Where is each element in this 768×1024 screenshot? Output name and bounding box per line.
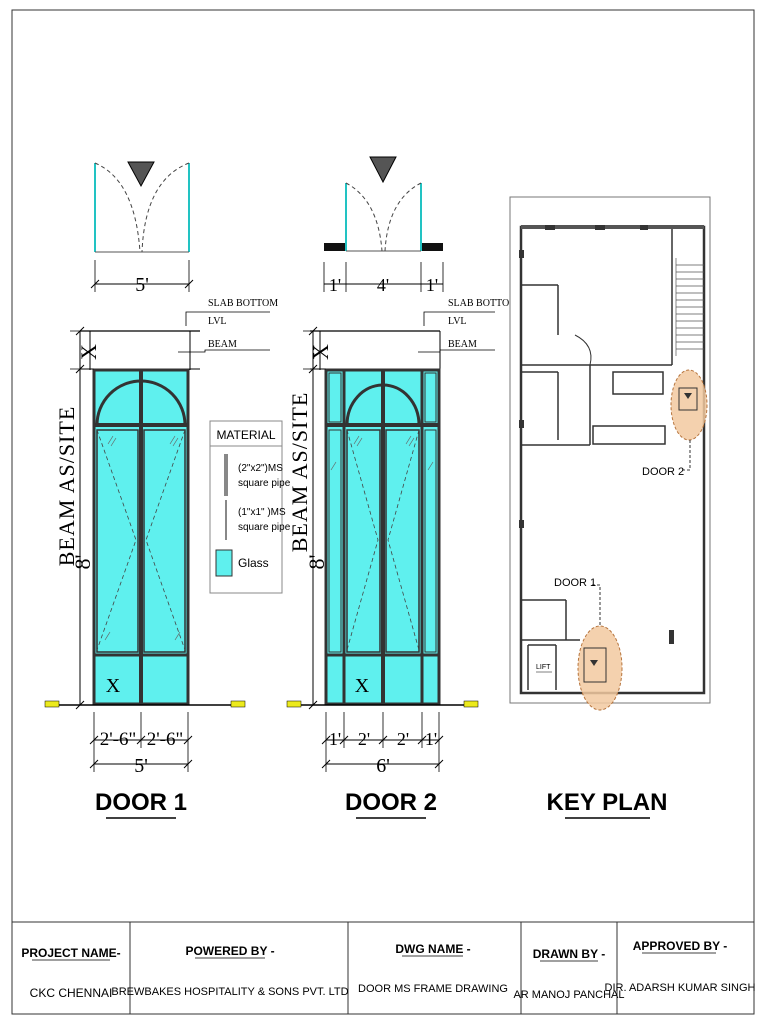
glass-swatch	[215, 549, 233, 577]
keyplan-title: KEY PLAN	[547, 789, 668, 816]
door1-elevation: SLAB BOTTOM LVL BEAM X X BEAM AS/S	[44, 298, 278, 819]
door1-top-value: X	[76, 344, 101, 360]
direction-arrow-icon	[127, 161, 155, 188]
door2-height-label: BEAM AS/SITE	[287, 392, 312, 553]
door2-elevation: SLAB BOTTOM LVL BEAM X X BEAM	[286, 298, 518, 819]
door2-lvl: LVL	[448, 316, 467, 327]
door1-slab-bottom: SLAB BOTTOM	[208, 298, 278, 309]
project-label: PROJECT NAME-	[21, 946, 120, 960]
door2-overall: 6'	[376, 755, 390, 777]
door1-overall: 5'	[134, 755, 148, 777]
door2-top-value: X	[308, 344, 333, 360]
keyplan-door1-label: DOOR 1	[554, 577, 596, 589]
material-item3: Glass	[238, 556, 269, 570]
dwg-label: DWG NAME -	[395, 942, 470, 956]
door2-slab-bottom: SLAB BOTTOM	[448, 298, 518, 309]
dwg-value: DOOR MS FRAME DRAWING	[358, 983, 508, 995]
approved-label: APPROVED BY -	[633, 939, 727, 953]
door2-height-value: 8'	[304, 554, 329, 569]
door2-plan-left: 1'	[329, 275, 341, 295]
door1-height-label: BEAM AS/SITE	[54, 406, 79, 567]
approved-value: DIR. ADARSH KUMAR SINGH	[605, 982, 756, 994]
project-value: CKC CHENNAI	[30, 986, 113, 1000]
door2-plan-mid: 4'	[377, 275, 389, 295]
material-legend: MATERIAL (2"x2")MS square pipe (1"x1" )M…	[209, 420, 291, 594]
door2-dim-4: 1'	[425, 729, 437, 749]
material-heading: MATERIAL	[216, 428, 275, 442]
door2-dim-3: 2'	[397, 729, 409, 749]
door1-location-marker	[577, 625, 623, 711]
door1-height-value: 8'	[70, 554, 95, 569]
door2-beam: BEAM	[448, 339, 477, 350]
door1-dim-right: 2'-6"	[147, 729, 184, 750]
door2-location-marker	[670, 369, 708, 441]
door1-bottom-value: X	[106, 675, 121, 697]
direction-arrow-icon	[369, 156, 397, 184]
material-item2-line2: square pipe	[238, 522, 291, 533]
door2-plan: 1' 4' 1'	[323, 156, 444, 295]
door2-dim-1: 1'	[329, 729, 341, 749]
key-plan: DOOR 2 DOOR 1 LIFT KEY PLAN	[509, 196, 711, 819]
powered-value: BREWBAKES HOSPITALITY & SONS PVT. LTD	[111, 986, 348, 998]
door1-title: DOOR 1	[95, 789, 187, 816]
title-block: PROJECT NAME- CKC CHENNAI POWERED BY - B…	[11, 921, 756, 1015]
material-item1-line1: (2"x2")MS	[238, 463, 283, 474]
material-item1-line2: square pipe	[238, 478, 291, 489]
door1-lvl: LVL	[208, 316, 227, 327]
material-item2-line1: (1"x1" )MS	[238, 507, 286, 518]
drawn-label: DRAWN BY -	[533, 947, 605, 961]
door2-title: DOOR 2	[345, 789, 437, 816]
keyplan-lift: LIFT	[536, 664, 551, 671]
drawn-value: AR MANOJ PANCHAL	[513, 989, 624, 1001]
door1-plan: 5'	[90, 161, 194, 296]
door1-dim-left: 2'-6"	[100, 729, 137, 750]
door1-beam: BEAM	[208, 339, 237, 350]
keyplan-door2-label: DOOR 2	[642, 466, 684, 478]
door2-dim-2: 2'	[358, 729, 370, 749]
door1-plan-width: 5'	[135, 274, 149, 296]
powered-label: POWERED BY -	[185, 944, 274, 958]
door2-plan-right: 1'	[426, 275, 438, 295]
door2-bottom-value: X	[355, 675, 370, 697]
